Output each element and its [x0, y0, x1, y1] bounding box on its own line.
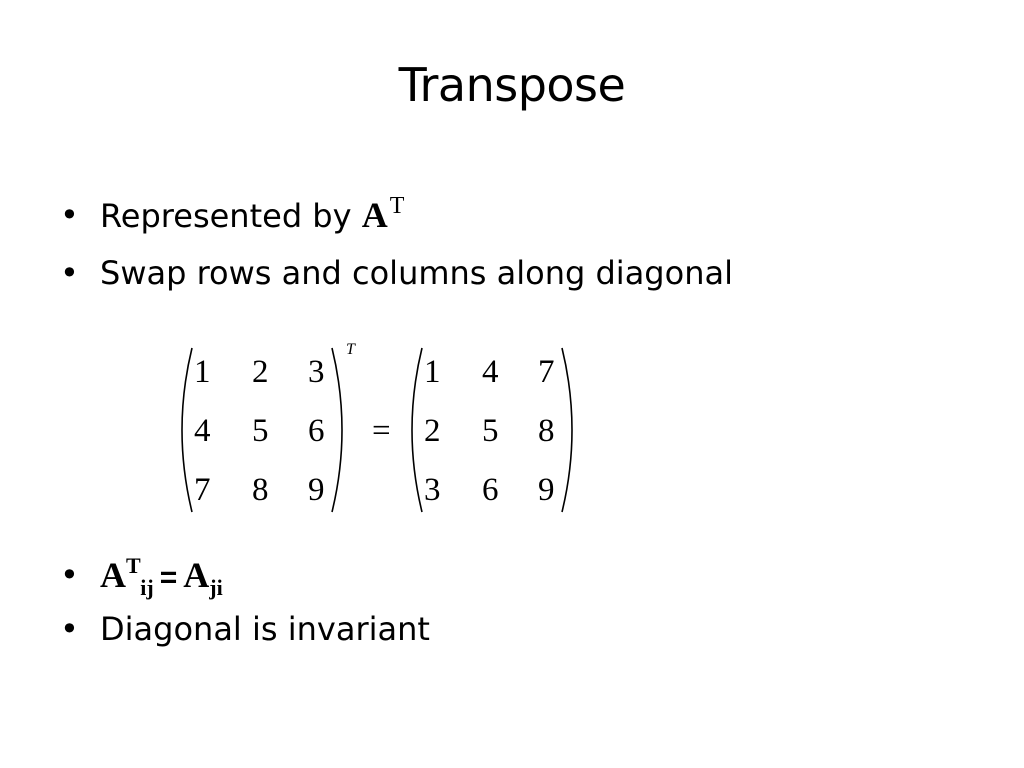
bullet-list-top: • Represented by AT • Swap rows and colu… [60, 186, 960, 302]
transpose-formula: ATij=Aji [100, 553, 223, 600]
bullet-dot: • [60, 556, 79, 594]
formula-rhs-symbol: A [183, 555, 210, 595]
right-cell: 4 [482, 354, 499, 390]
formula-lhs-symbol: A [100, 555, 126, 595]
formula-rhs-subscript: ji [209, 575, 223, 600]
bullet-list-bottom: • ATij=Aji • Diagonal is invariant [60, 548, 960, 656]
right-cell: 7 [538, 354, 555, 390]
left-cell: 6 [308, 413, 325, 449]
bullet-text: Diagonal is invariant [100, 610, 430, 648]
bullet-dot: • [60, 196, 79, 234]
right-cell: 2 [424, 413, 441, 449]
left-matrix-superscript: T [346, 341, 356, 358]
left-cell: 2 [252, 354, 269, 390]
left-matrix-open-paren [181, 347, 193, 513]
formula-equals: = [159, 561, 178, 594]
equals-sign: = [372, 413, 391, 449]
left-cell: 3 [308, 354, 325, 390]
bullet-dot: • [60, 610, 79, 648]
left-cell: 5 [252, 413, 269, 449]
right-cell: 1 [424, 354, 441, 390]
matrix-symbol: A [361, 195, 388, 235]
right-matrix-open-paren [411, 347, 423, 513]
right-cell: 9 [538, 472, 555, 508]
bullet-represented-by: • Represented by AT [60, 186, 960, 244]
bullet-text: Swap rows and columns along diagonal [100, 254, 733, 292]
left-cell: 9 [308, 472, 325, 508]
formula-lhs-superscript: T [126, 553, 141, 578]
bullet-diagonal-invariant: • Diagonal is invariant [60, 602, 960, 656]
right-matrix-close-paren [561, 347, 573, 513]
transpose-superscript: T [389, 193, 405, 219]
bullet-dot: • [60, 254, 79, 292]
left-cell: 8 [252, 472, 269, 508]
slide-title: Transpose [398, 58, 626, 112]
right-cell: 3 [424, 472, 441, 508]
right-cell: 6 [482, 472, 499, 508]
left-cell: 4 [194, 413, 211, 449]
bullet-formula: • ATij=Aji [60, 548, 960, 602]
right-cell: 8 [538, 413, 555, 449]
left-cell: 7 [194, 472, 211, 508]
left-cell: 1 [194, 354, 211, 390]
formula-lhs-subscript: ij [140, 575, 154, 600]
matrix-transpose-equation: T 1 2 3 4 5 6 7 8 9 = 1 4 7 2 5 8 3 6 9 [170, 340, 590, 520]
bullet-text: Represented by [100, 197, 362, 235]
bullet-swap-rows: • Swap rows and columns along diagonal [60, 244, 960, 302]
right-cell: 5 [482, 413, 499, 449]
left-matrix-close-paren [331, 347, 343, 513]
